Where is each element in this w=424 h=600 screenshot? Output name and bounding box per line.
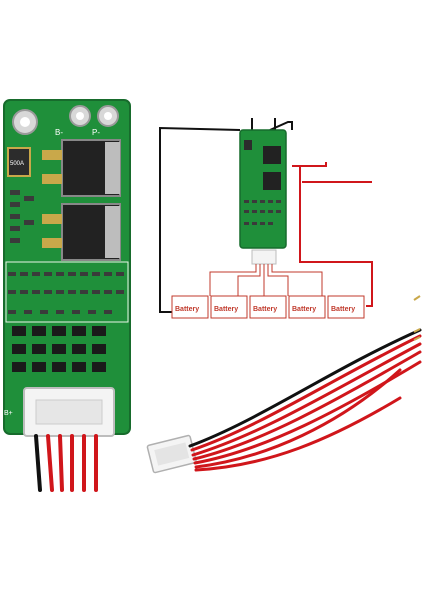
- cable-harness: [146, 295, 422, 474]
- battery-5: [327, 295, 365, 319]
- harness-wires: [188, 328, 422, 472]
- ic-chips: [12, 326, 106, 372]
- battery-3-label: Battery: [253, 306, 277, 313]
- diagram-connector: [251, 249, 277, 265]
- wiring-diagram: Battery Battery Battery Battery Battery: [159, 118, 373, 319]
- battery-1: [171, 295, 209, 319]
- diagram-wire-positive: [299, 166, 373, 307]
- battery-4-label: Battery: [292, 306, 316, 313]
- diagram-wire-negative: [159, 126, 241, 313]
- battery-4: [288, 295, 326, 319]
- battery-2-label: Battery: [214, 306, 238, 313]
- board-label-pminus: P-: [92, 128, 100, 137]
- battery-2: [210, 295, 248, 319]
- resistor-label: 500A: [10, 161, 24, 167]
- battery-row: Battery Battery Battery Battery Battery: [171, 295, 365, 319]
- shunt-resistor: [7, 147, 31, 177]
- board-label-bplus: B+: [4, 410, 13, 417]
- board-label-bminus: B-: [55, 128, 63, 137]
- battery-5-label: Battery: [331, 306, 355, 313]
- bms-board: B- P- 500A: [3, 99, 131, 492]
- battery-3: [249, 295, 287, 319]
- smd-components: [8, 190, 124, 314]
- board-wires: [34, 434, 98, 492]
- battery-1-label: Battery: [175, 306, 199, 313]
